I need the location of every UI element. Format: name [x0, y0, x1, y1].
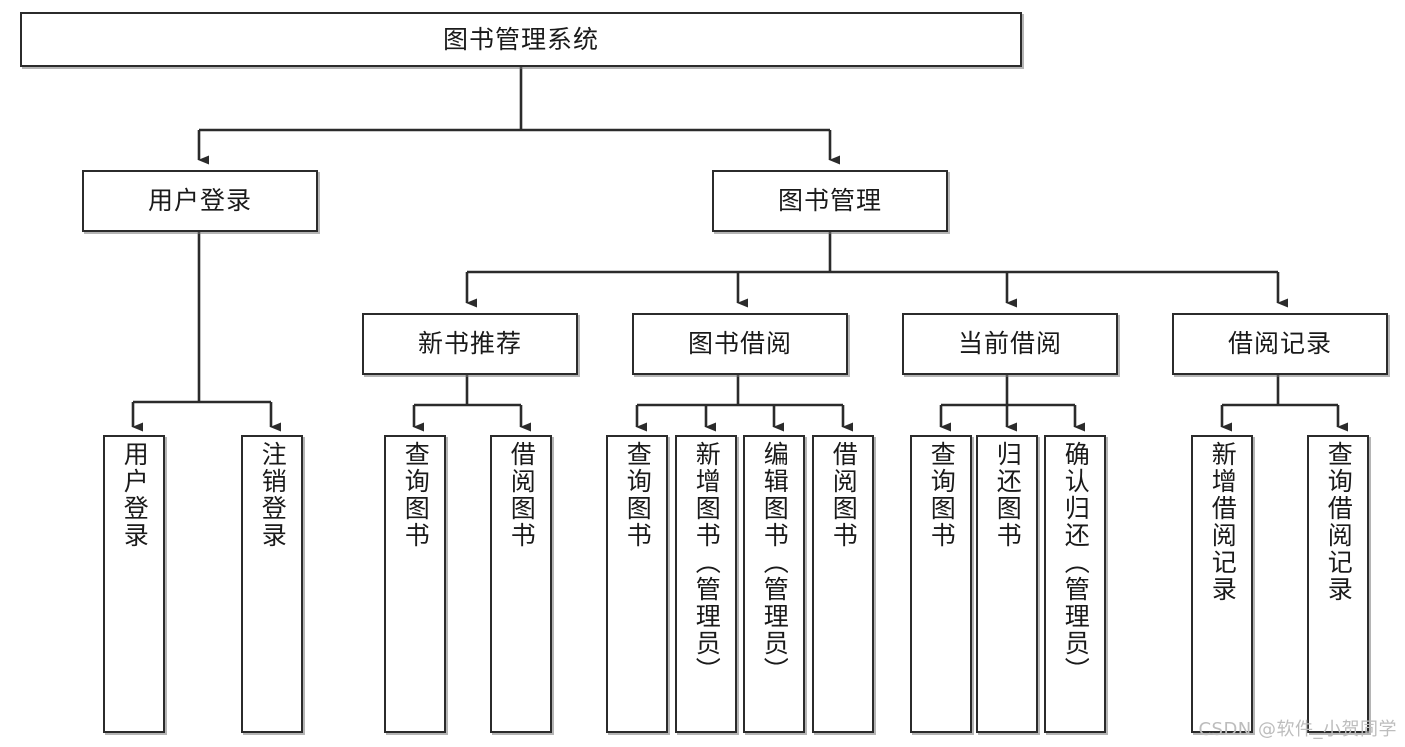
csdn-watermark: CSDN @软件_小贺同学	[1198, 719, 1397, 740]
node-borrow-record[interactable]: 借阅记录	[1172, 313, 1388, 375]
leaf-record-query-record[interactable]: 查询借阅记录	[1307, 435, 1369, 733]
leaf-label: 确认归还（管理员）	[1061, 441, 1091, 684]
leaf-current-query-book[interactable]: 查询图书	[910, 435, 972, 733]
leaf-label: 借阅图书	[507, 441, 537, 549]
leaf-new-book-borrow[interactable]: 借阅图书	[490, 435, 552, 733]
leaf-label: 用户登录	[120, 441, 150, 549]
leaf-current-return-book[interactable]: 归还图书	[976, 435, 1038, 733]
leaf-label: 查询借阅记录	[1324, 441, 1354, 603]
leaf-label: 查询图书	[401, 441, 431, 549]
node-user-login[interactable]: 用户登录	[82, 170, 318, 232]
leaf-borrow-add-book-admin[interactable]: 新增图书（管理员）	[675, 435, 737, 733]
leaf-label: 新增图书（管理员）	[692, 441, 722, 684]
leaf-current-confirm-return-admin[interactable]: 确认归还（管理员）	[1044, 435, 1106, 733]
leaf-borrow-borrow-book[interactable]: 借阅图书	[812, 435, 874, 733]
node-current-borrow[interactable]: 当前借阅	[902, 313, 1118, 375]
leaf-label: 查询图书	[623, 441, 653, 549]
leaf-label: 借阅图书	[829, 441, 859, 549]
node-book-borrow[interactable]: 图书借阅	[632, 313, 848, 375]
leaf-new-book-query[interactable]: 查询图书	[384, 435, 446, 733]
node-new-book-recommend[interactable]: 新书推荐	[362, 313, 578, 375]
node-root-system[interactable]: 图书管理系统	[20, 12, 1022, 67]
leaf-record-add-record[interactable]: 新增借阅记录	[1191, 435, 1253, 733]
leaf-label: 新增借阅记录	[1208, 441, 1238, 603]
leaf-label: 注销登录	[258, 441, 288, 549]
leaf-label: 编辑图书（管理员）	[760, 441, 790, 684]
node-book-management[interactable]: 图书管理	[712, 170, 948, 232]
leaf-label: 归还图书	[993, 441, 1023, 549]
leaf-user-login-logout[interactable]: 注销登录	[241, 435, 303, 733]
leaf-user-login-login[interactable]: 用户登录	[103, 435, 165, 733]
leaf-borrow-edit-book-admin[interactable]: 编辑图书（管理员）	[743, 435, 805, 733]
leaf-label: 查询图书	[927, 441, 957, 549]
leaf-borrow-query-book[interactable]: 查询图书	[606, 435, 668, 733]
